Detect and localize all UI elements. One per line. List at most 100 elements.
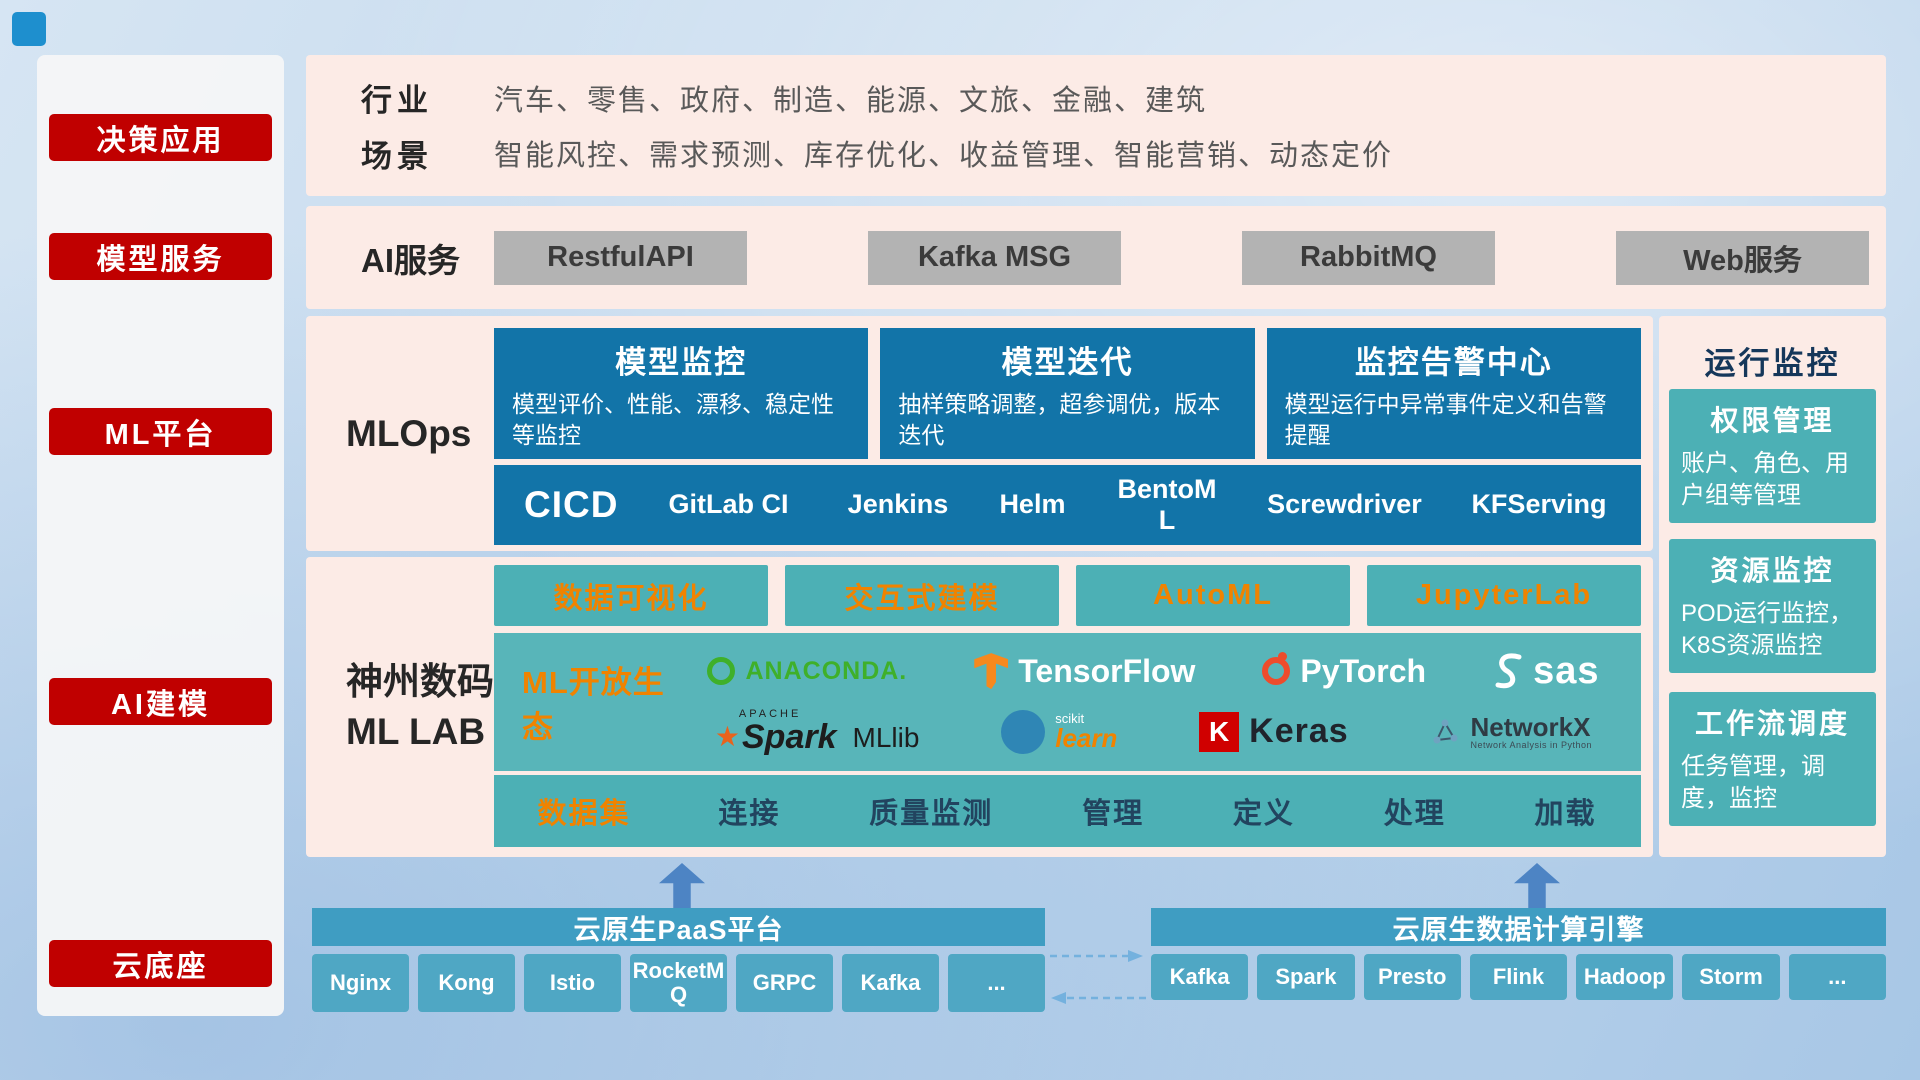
layer-sidebar: 决策应用 模型服务 ML平台 AI建模 云底座 [37,55,284,1016]
paas-item-kong: Kong [418,954,515,1012]
tool-data-visualization: 数据可视化 [494,565,768,626]
mllib-label: MLlib [852,722,920,754]
engine-item-spark: Spark [1257,954,1355,1000]
dataset-item-define: 定义 [1232,798,1295,830]
data-engine-items: Kafka Spark Presto Flink Hadoop Storm ..… [1151,954,1886,1000]
mllab-panel: 神州数码 ML LAB 数据可视化 交互式建模 AutoML JupyterLa… [306,557,1653,857]
cicd-title: CICD [524,484,619,525]
spark-apache-label: APACHE [738,708,802,721]
cloud-paas-section: 云原生PaaS平台 Nginx Kong Istio RocketMQ GRPC… [312,908,1045,1012]
mlops-label: MLOps [346,412,472,454]
spark-wordmark: APACHE Spark [715,708,837,757]
keras-logo: K Keras [1199,711,1349,752]
pytorch-icon [1262,652,1291,686]
data-engine-bar: 云原生数据计算引擎 [1151,908,1886,946]
anaconda-logo: ANACONDA. [707,657,907,686]
keras-k-icon: K [1199,711,1240,752]
card-desc: 模型评价、性能、漂移、稳定性等监控 [512,391,834,449]
card-desc: POD运行监控，K8S资源监控 [1681,600,1854,660]
spark-label: Spark [742,718,837,757]
card-desc: 模型运行中异常事件定义和告警提醒 [1284,391,1607,449]
cicd-item-jenkins: Jenkins [847,489,949,520]
sas-label: sas [1533,649,1600,692]
card-title: 工作流调度 [1694,708,1850,739]
paas-item-rocketmq: RocketMQ [630,954,727,1012]
networkx-logo: NetworkX Network Analysis in Python [1430,712,1592,751]
dataset-bar: 数据集 连接 质量监测 管理 定义 处理 加载 [494,775,1641,847]
card-desc: 抽样策略调整，超参调优，版本迭代 [898,391,1221,449]
ecosystem-label: ML开放生态 [522,665,665,745]
mllab-label: 神州数码 ML LAB [346,657,494,757]
model-iteration-card: 模型迭代 抽样策略调整，超参调优，版本迭代 [880,328,1255,459]
cicd-item-bentoml: BentoML [1117,473,1217,535]
scene-list: 智能风控、需求预测、库存优化、收益管理、智能营销、动态定价 [494,140,1394,173]
workflow-scheduling-card: 工作流调度 任务管理，调度，监控 [1669,692,1876,826]
engine-item-flink: Flink [1469,954,1568,1000]
dataset-item-manage: 管理 [1082,798,1145,830]
scikit-learn-icon [1001,709,1046,754]
ai-service-label: AI服务 [361,241,460,279]
service-rabbitmq: RabbitMQ [1242,230,1495,285]
card-desc: 账户、角色、用户组等管理 [1681,450,1849,510]
up-arrow-icon [659,863,705,908]
cicd-item-helm: Helm [999,489,1066,520]
paas-item-more: ... [948,954,1045,1012]
dataset-item-connect: 连接 [718,798,781,830]
sidebar-item-ml-platform: ML平台 [49,408,272,455]
ai-service-panel: AI服务 RestfulAPI Kafka MSG RabbitMQ Web服务 [306,206,1886,309]
tool-jupyterlab: JupyterLab [1367,565,1641,626]
runtime-monitoring-panel: 运行监控 权限管理 账户、角色、用户组等管理 资源监控 POD运行监控，K8S资… [1659,316,1886,857]
resource-monitoring-card: 资源监控 POD运行监控，K8S资源监控 [1669,539,1876,673]
alert-center-card: 监控告警中心 模型运行中异常事件定义和告警提醒 [1266,328,1641,459]
card-desc: 任务管理，调度，监控 [1681,753,1825,813]
mllab-label-line1: 神州数码 [346,661,494,703]
industry-row: 行业 汽车、零售、政府、制造、能源、文旅、金融、建筑 [361,75,1866,120]
cicd-item-kfserving: KFServing [1471,489,1607,520]
dataset-label: 数据集 [537,798,631,830]
up-arrow-icon [1514,863,1560,908]
paas-item-kafka: Kafka [842,954,939,1012]
sidebar-item-cloud-base: 云底座 [49,940,272,987]
spark-star-icon [715,723,740,751]
cloud-paas-items: Nginx Kong Istio RocketMQ GRPC Kafka ... [312,954,1045,1012]
card-title: 监控告警中心 [1354,345,1553,380]
app-corner-icon [12,12,46,46]
engine-item-presto: Presto [1363,954,1461,1000]
engine-item-more: ... [1788,954,1886,1000]
model-monitoring-card: 模型监控 模型评价、性能、漂移、稳定性等监控 [494,328,869,459]
cicd-items: GitLab CI Jenkins Helm BentoML Screwdriv… [648,474,1611,536]
networkx-icon [1433,719,1458,744]
card-title: 资源监控 [1710,555,1835,586]
dataset-item-load: 加载 [1534,798,1597,830]
tensorflow-logo: TensorFlow [974,653,1195,690]
scene-row: 场景 智能风控、需求预测、库存优化、收益管理、智能营销、动态定价 [361,131,1866,176]
engine-item-kafka: Kafka [1151,954,1249,1000]
logo-row-2: APACHE Spark MLlib scikit learn [674,708,1633,757]
mllab-tools-row: 数据可视化 交互式建模 AutoML JupyterLab [494,565,1641,626]
cicd-item-gitlab-ci: GitLab CI [668,489,789,520]
engine-item-storm: Storm [1682,954,1780,1000]
engine-item-hadoop: Hadoop [1576,954,1674,1000]
paas-item-grpc: GRPC [736,954,833,1012]
service-restfulapi: RestfulAPI [494,230,747,285]
ai-service-buttons: RestfulAPI Kafka MSG RabbitMQ Web服务 [494,230,1869,285]
dashed-arrows-icon [1050,950,1146,1004]
dataset-items: 连接 质量监测 管理 定义 处理 加载 [674,790,1641,832]
tool-automl: AutoML [1076,565,1350,626]
pytorch-logo: PyTorch [1262,652,1426,690]
monitoring-title: 运行监控 [1704,346,1841,381]
mllab-label-line2: ML LAB [346,711,486,752]
service-web: Web服务 [1616,230,1869,285]
cicd-bar: CICD GitLab CI Jenkins Helm BentoML Scre… [494,465,1641,545]
paas-item-istio: Istio [524,954,621,1012]
logo-row-1: ANACONDA. TensorFlow PyTorch sa [674,650,1633,693]
industry-label: 行业 [361,83,433,119]
learn-label: learn [1055,723,1118,754]
anaconda-label: ANACONDA. [745,656,908,685]
dataset-item-quality: 质量监测 [869,798,994,830]
card-title: 模型监控 [615,345,748,380]
sas-logo: sas [1493,650,1599,693]
spark-mllib-logo: APACHE Spark MLlib [715,708,920,757]
cicd-item-screwdriver: Screwdriver [1267,489,1422,520]
